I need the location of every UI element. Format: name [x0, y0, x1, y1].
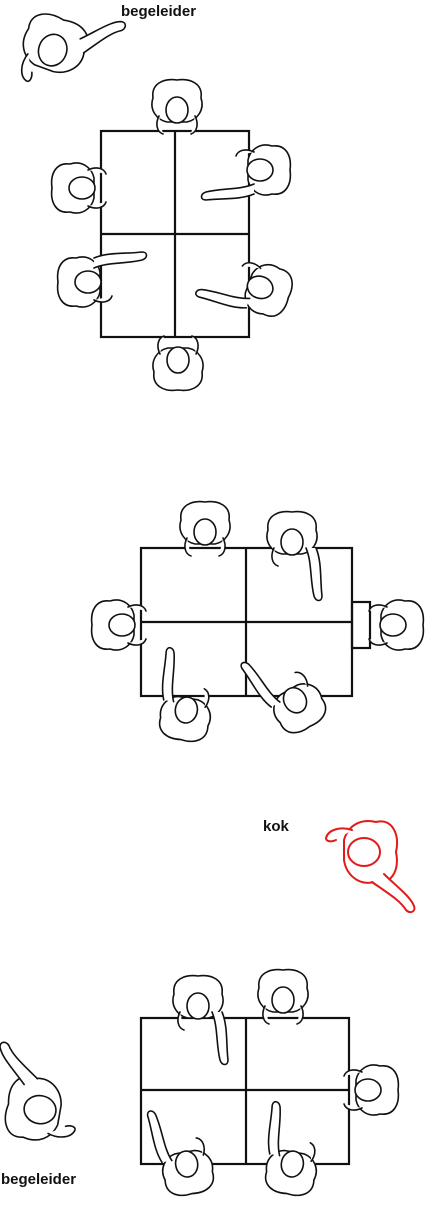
seated-person [152, 335, 204, 392]
supervisor-figure-bottom [0, 1040, 89, 1148]
seated-person [90, 599, 147, 651]
seated-person [343, 1064, 400, 1116]
cook-label: kok [263, 818, 289, 835]
seated-person [257, 968, 309, 1025]
seated-person [50, 162, 107, 214]
table-group-3 [0, 968, 400, 1200]
seated-person [151, 78, 203, 135]
supervisor-figure-top [9, 0, 128, 108]
seated-person-reaching [256, 1100, 328, 1200]
seated-person-reaching [194, 242, 299, 327]
table-group-2 [90, 500, 425, 746]
seated-person-reaching [238, 636, 333, 743]
cook-figure [325, 819, 416, 914]
supervisor-label-bottom: begeleider [1, 1171, 77, 1188]
seated-person-reaching [172, 974, 229, 1066]
table-extension [350, 600, 372, 650]
seated-person-reaching [146, 1101, 218, 1200]
table-group-1 [9, 0, 299, 392]
seated-person-reaching [200, 144, 292, 201]
supervisor-label-top: begeleider [121, 3, 197, 20]
seated-person-reaching [266, 510, 323, 602]
seated-person [368, 599, 425, 651]
